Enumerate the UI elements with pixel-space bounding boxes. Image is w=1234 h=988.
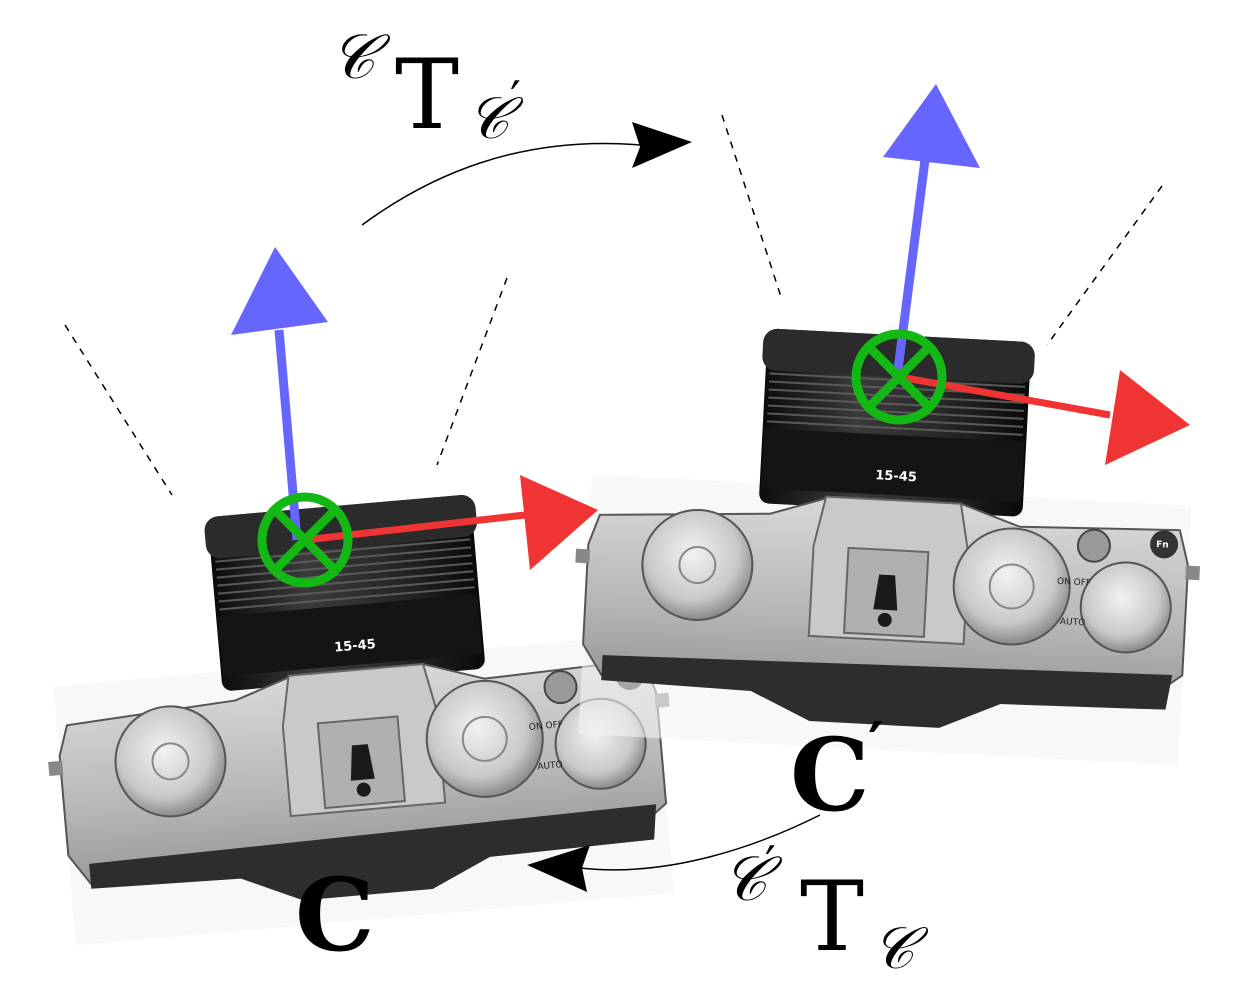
y-axis-arrowhead: [231, 247, 328, 335]
fov-right-cam-right: [1046, 185, 1163, 346]
superscript-frame: 𝒞: [330, 20, 391, 93]
subscript-frame: 𝒞: [872, 914, 929, 982]
z-axis-into-page-icon: [257, 492, 353, 588]
y-axis-arrowhead: [883, 84, 980, 168]
label-camera-right: C ′: [790, 710, 884, 834]
transform-symbol: T: [800, 861, 864, 973]
switch-auto-label: AUTO: [537, 760, 563, 772]
x-axis-arrow: [899, 373, 1111, 419]
subscript-prime: ′: [510, 71, 521, 127]
fov-lines: [64, 114, 1163, 496]
axes-left: [231, 247, 598, 588]
switch-on-off-label: ON OFF: [529, 720, 564, 733]
transform-arrow-bottom: [527, 814, 821, 892]
lens-marking: 15-45: [875, 468, 917, 485]
switch-auto-label: AUTO: [1060, 617, 1086, 628]
superscript-prime: ′: [765, 836, 776, 892]
y-axis-arrow: [274, 329, 302, 541]
camera-right-prime: ′: [868, 710, 884, 780]
x-axis-arrow: [304, 511, 526, 544]
fov-right-cam-left: [721, 114, 783, 301]
transform-arrow-top: [361, 122, 692, 226]
x-axis-arrowhead: [1105, 370, 1190, 465]
camera-right-letter: C: [790, 716, 870, 834]
label-camera-left: C: [295, 856, 375, 974]
label-transform-top: 𝒞 T 𝒞 ′: [330, 20, 524, 152]
fov-left-cam-left: [64, 324, 173, 496]
label-transform-bottom: 𝒞 ′ T 𝒞: [722, 836, 929, 982]
camera-right: 15-45 ON OFF AUTO Fn: [565, 317, 1213, 768]
z-axis-into-page-icon: [851, 329, 947, 425]
fov-left-cam-right: [436, 277, 508, 466]
y-axis-arrow: [892, 159, 930, 378]
fn-button-label: Fn: [1156, 540, 1169, 551]
lens-marking: 15-45: [334, 637, 377, 656]
switch-on-off-label: ON OFF: [1057, 577, 1092, 589]
transform-symbol: T: [395, 39, 459, 151]
axes-right: [851, 84, 1190, 465]
x-axis-arrowhead: [520, 475, 598, 570]
